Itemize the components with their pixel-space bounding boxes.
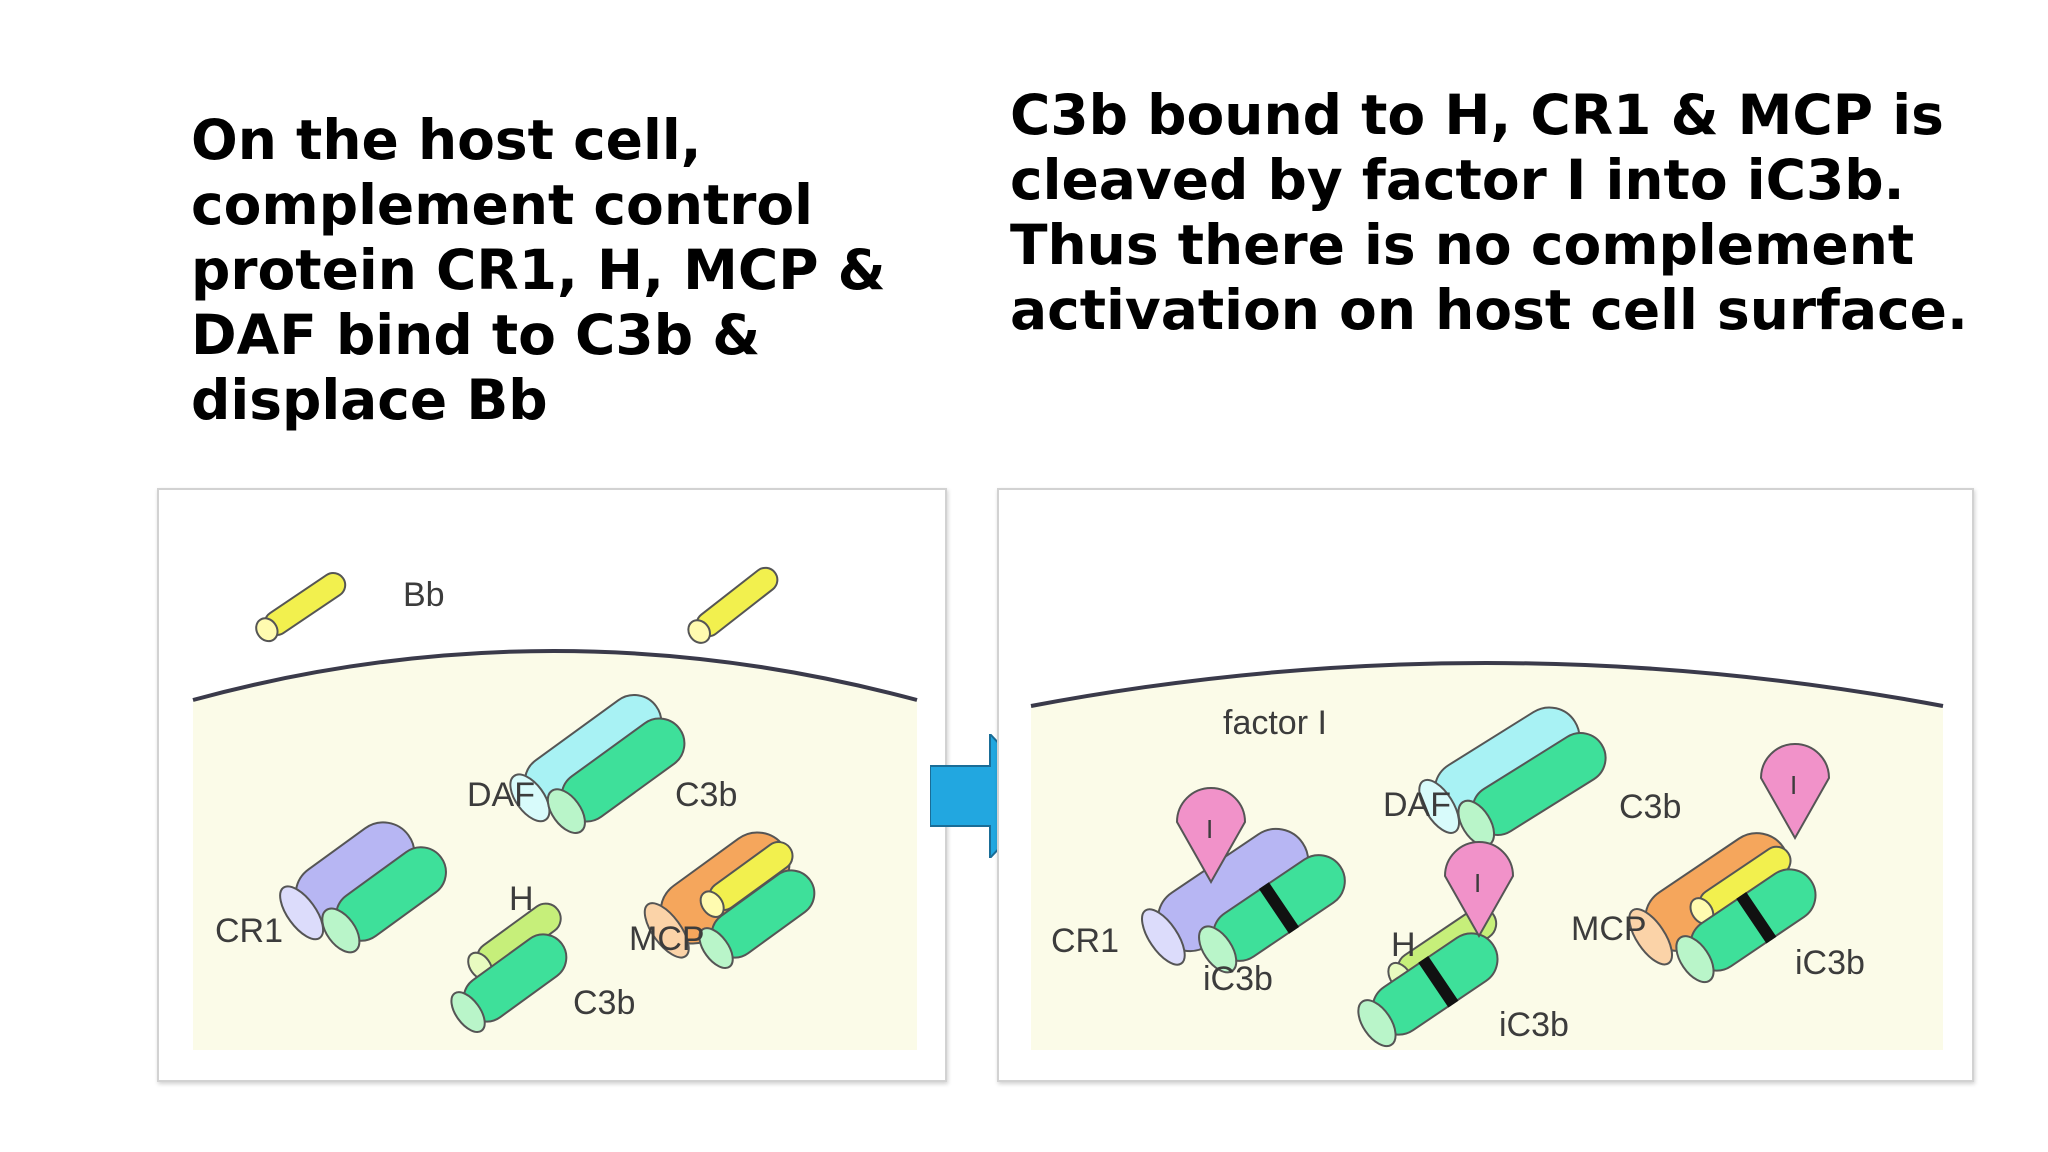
factor-i-marker: I bbox=[1474, 868, 1481, 898]
c3b-protein bbox=[546, 717, 686, 834]
caption-left-line: displace Bb bbox=[191, 368, 548, 432]
cell-interior bbox=[193, 651, 917, 1050]
caption-left-line: On the host cell, bbox=[191, 108, 702, 172]
ic3b-protein bbox=[1357, 932, 1499, 1048]
diagram-panel-left: Bb DAF C3b CR1 bbox=[157, 488, 947, 1082]
label-mcp: MCP bbox=[1571, 910, 1647, 948]
bb-protein bbox=[699, 841, 794, 918]
label-cr1: CR1 bbox=[1051, 922, 1119, 960]
factor-i-marker: I bbox=[1206, 814, 1213, 844]
h-ic3b-complex: I bbox=[1357, 841, 1515, 1048]
c3b-protein bbox=[321, 846, 447, 954]
bb-fragment bbox=[255, 571, 347, 643]
caption-left: On the host cell, complement control pro… bbox=[191, 108, 891, 433]
caption-left-line: protein CR1, H, MCP & bbox=[191, 238, 886, 302]
ic3b-protein bbox=[1198, 854, 1346, 974]
daf-c3b-complex bbox=[509, 694, 686, 834]
diagram-left-svg: Bb DAF C3b CR1 bbox=[192, 566, 918, 1050]
caption-right-line: activation on host cell surface. bbox=[1010, 278, 1968, 342]
label-h: H bbox=[509, 880, 534, 918]
c3b-protein bbox=[1457, 732, 1607, 847]
label-ic3b: iC3b bbox=[1795, 944, 1865, 982]
bb-fragment bbox=[687, 566, 779, 644]
diagram-panel-right: factor I DAF C3b bbox=[997, 488, 1974, 1082]
label-cr1: CR1 bbox=[215, 912, 283, 950]
label-c3b: C3b bbox=[675, 776, 737, 814]
cr1-ic3b-complex: I bbox=[1141, 787, 1346, 974]
caption-right-line: Thus there is no complement bbox=[1010, 213, 1915, 277]
label-c3b: C3b bbox=[1619, 788, 1681, 826]
h-c3b-complex bbox=[450, 902, 568, 1033]
cr1-c3b-complex bbox=[279, 821, 447, 954]
factor-i-marker: I bbox=[1790, 770, 1797, 800]
label-ic3b: iC3b bbox=[1203, 960, 1273, 998]
caption-left-line: DAF bind to C3b & bbox=[191, 303, 761, 367]
c3b-protein bbox=[450, 933, 568, 1033]
daf-c3b-complex bbox=[1418, 706, 1607, 847]
factor-i-protein: I bbox=[1443, 841, 1515, 939]
diagram-right-svg: factor I DAF C3b bbox=[1030, 661, 1944, 1050]
caption-left-line: complement control bbox=[191, 173, 814, 237]
label-factor-i: factor I bbox=[1223, 704, 1327, 742]
label-c3b: C3b bbox=[573, 984, 635, 1022]
mcp-ic3b-complex: I bbox=[1628, 743, 1831, 984]
label-ic3b: iC3b bbox=[1499, 1006, 1569, 1044]
label-daf: DAF bbox=[467, 776, 535, 814]
factor-i-protein: I bbox=[1759, 743, 1831, 841]
factor-i-protein: I bbox=[1175, 787, 1247, 885]
caption-right-line: C3b bound to H, CR1 & MCP is bbox=[1010, 83, 1944, 147]
label-h: H bbox=[1391, 926, 1416, 964]
bb-protein bbox=[1689, 845, 1792, 925]
label-mcp: MCP bbox=[629, 920, 705, 958]
cell-membrane bbox=[1030, 661, 1944, 708]
caption-right-line: cleaved by factor I into iC3b. bbox=[1010, 148, 1905, 212]
c3b-protein bbox=[698, 869, 816, 969]
caption-right: C3b bound to H, CR1 & MCP is cleaved by … bbox=[1010, 83, 2010, 343]
label-daf: DAF bbox=[1383, 786, 1451, 824]
mcp-c3b-complex bbox=[643, 831, 816, 969]
label-bb: Bb bbox=[403, 576, 445, 614]
cell-membrane bbox=[192, 649, 918, 702]
ic3b-protein bbox=[1675, 868, 1817, 984]
